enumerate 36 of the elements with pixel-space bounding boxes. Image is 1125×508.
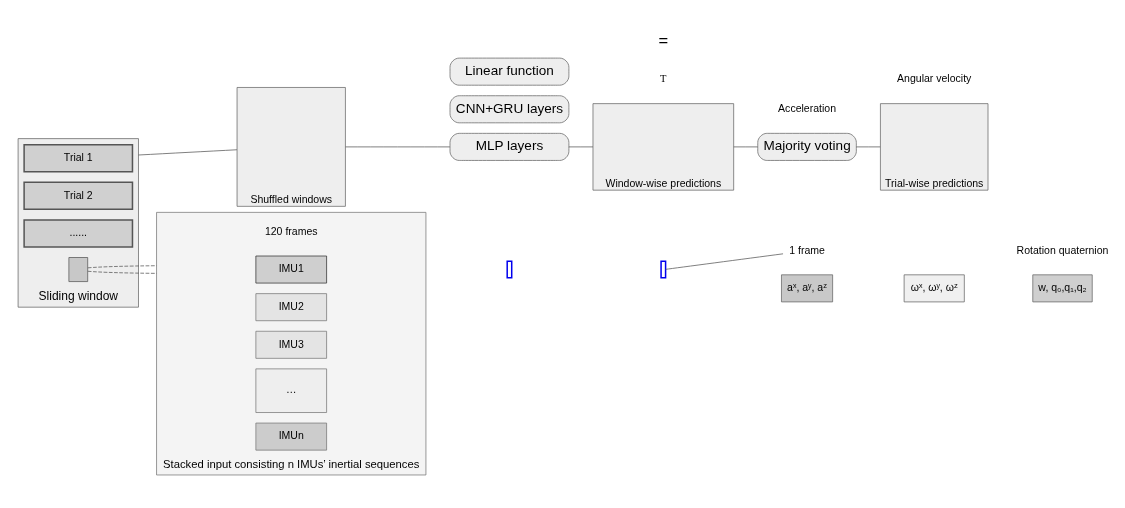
node-box: IMU1 xyxy=(255,255,327,283)
node-box: IMU2 xyxy=(255,292,327,321)
node-box: w, q₀,q₁,q₂ xyxy=(1032,273,1093,302)
label: = xyxy=(658,30,669,50)
node-box: IMU3 xyxy=(255,330,327,359)
node-box: CNN+GRU layers xyxy=(449,94,570,123)
node-text: 1 frame xyxy=(789,243,825,256)
node-box: Trial 1 xyxy=(23,143,134,172)
node-label: 120 frames xyxy=(264,224,318,237)
connector xyxy=(87,270,157,274)
connector xyxy=(87,264,157,268)
label: T xyxy=(660,72,667,84)
label: Acceleration xyxy=(778,101,836,114)
node-box xyxy=(506,260,513,279)
node-box: MLP layers xyxy=(449,132,570,161)
connector xyxy=(345,146,451,147)
label: Angular velocity xyxy=(897,71,972,84)
node-box: ωˣ, ωʸ, ωᶻ xyxy=(903,273,965,302)
node-box: Shuffled windows xyxy=(236,86,346,207)
node-box: ...... xyxy=(23,218,134,248)
node-box: Trial 2 xyxy=(23,181,134,210)
connector xyxy=(568,146,594,147)
node-box: Trial-wise predictions xyxy=(880,102,989,191)
connector xyxy=(856,146,881,147)
node-box: aˣ, aʸ, aᶻ xyxy=(781,273,833,302)
connector xyxy=(138,148,238,155)
node-box: IMUn xyxy=(255,422,327,450)
node-box: Majority voting xyxy=(757,132,857,161)
node-box: Window-wise predictions xyxy=(592,102,735,191)
node-box: … xyxy=(255,368,327,413)
node-box xyxy=(660,260,667,279)
node-box: Linear function xyxy=(449,57,570,86)
connector xyxy=(665,252,784,270)
node-box xyxy=(68,256,89,282)
connector xyxy=(733,146,759,147)
label: Rotation quaternion xyxy=(1016,243,1109,256)
